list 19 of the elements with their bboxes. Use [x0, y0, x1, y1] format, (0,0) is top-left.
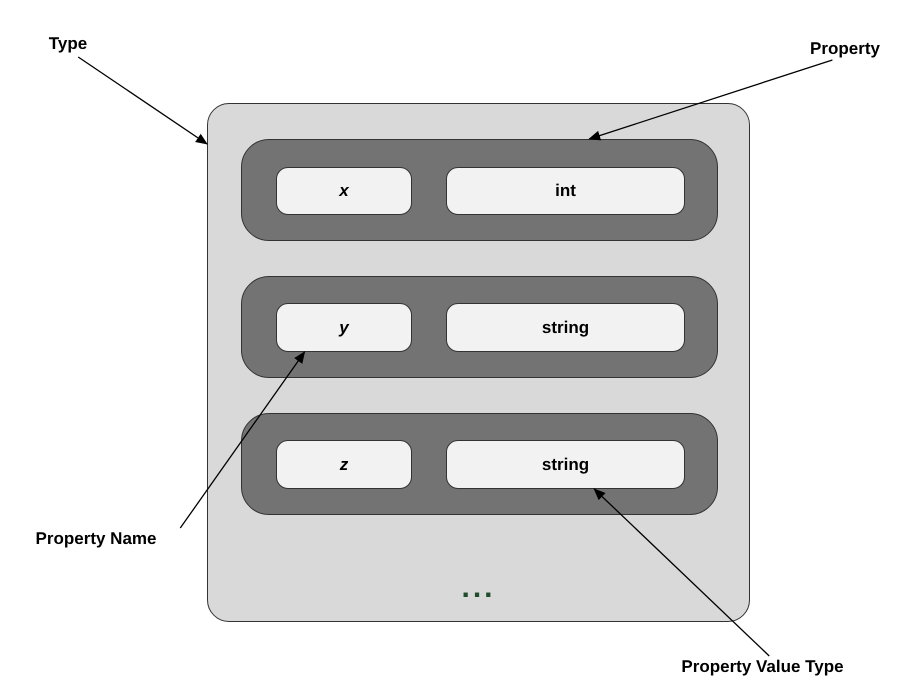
property-field: string: [446, 303, 685, 352]
property-field: int: [446, 167, 685, 215]
leader-line: [593, 488, 770, 656]
callout-label: Property Name: [10, 528, 182, 550]
property-field: z: [276, 440, 412, 489]
leader-line: [78, 56, 208, 145]
ellipsis: ...: [461, 573, 496, 603]
type-panel: [207, 103, 750, 622]
property-field: string: [446, 440, 685, 489]
property-field: x: [276, 167, 412, 215]
callout-label: Type: [38, 33, 98, 55]
property-field: y: [276, 303, 412, 352]
callout-label: Property: [800, 38, 890, 60]
property-row: [241, 413, 718, 515]
leader-line: [588, 59, 833, 140]
property-row: [241, 276, 718, 378]
leader-line: [180, 351, 306, 528]
property-row: [241, 139, 718, 241]
callout-label: Property Value Type: [650, 656, 875, 678]
